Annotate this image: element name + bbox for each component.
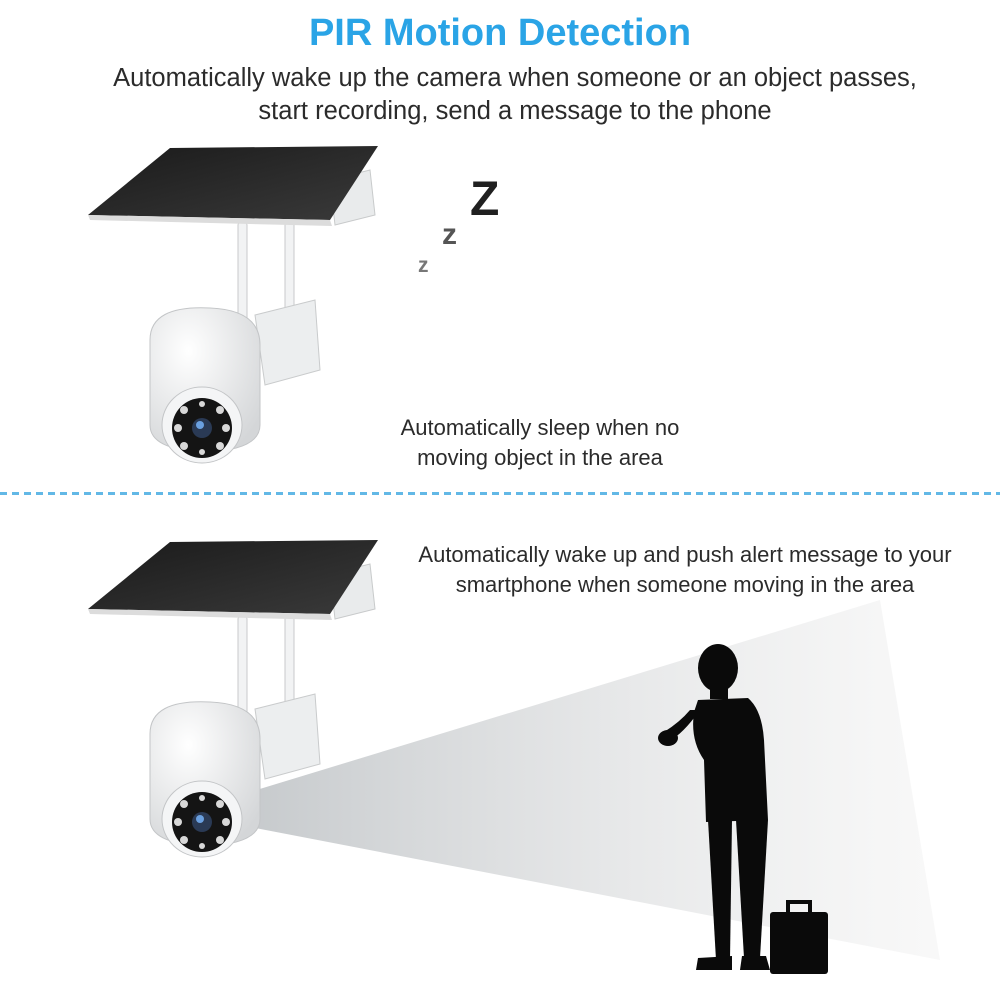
sleep-z-small: z	[418, 254, 429, 277]
sleep-caption-line1: Automatically sleep when no	[400, 415, 680, 440]
page-title: PIR Motion Detection	[308, 12, 692, 54]
sleep-caption: Automatically sleep when no moving objec…	[350, 413, 730, 473]
solar-camera-illustration	[88, 540, 378, 858]
wake-caption-line1: Automatically wake up and push alert mes…	[418, 542, 952, 567]
wake-caption-line2: smartphone when someone moving in the ar…	[455, 572, 915, 597]
wake-caption: Automatically wake up and push alert mes…	[380, 540, 990, 600]
sleep-caption-line2: moving object in the area	[417, 445, 663, 470]
page-subtitle: Automatically wake up the camera when so…	[113, 64, 917, 125]
sleep-z-medium: z	[442, 218, 457, 251]
solar-camera-illustration	[88, 146, 378, 464]
sleep-z-large: Z	[470, 173, 500, 226]
section-divider	[0, 492, 1000, 495]
person-silhouette	[658, 644, 828, 974]
